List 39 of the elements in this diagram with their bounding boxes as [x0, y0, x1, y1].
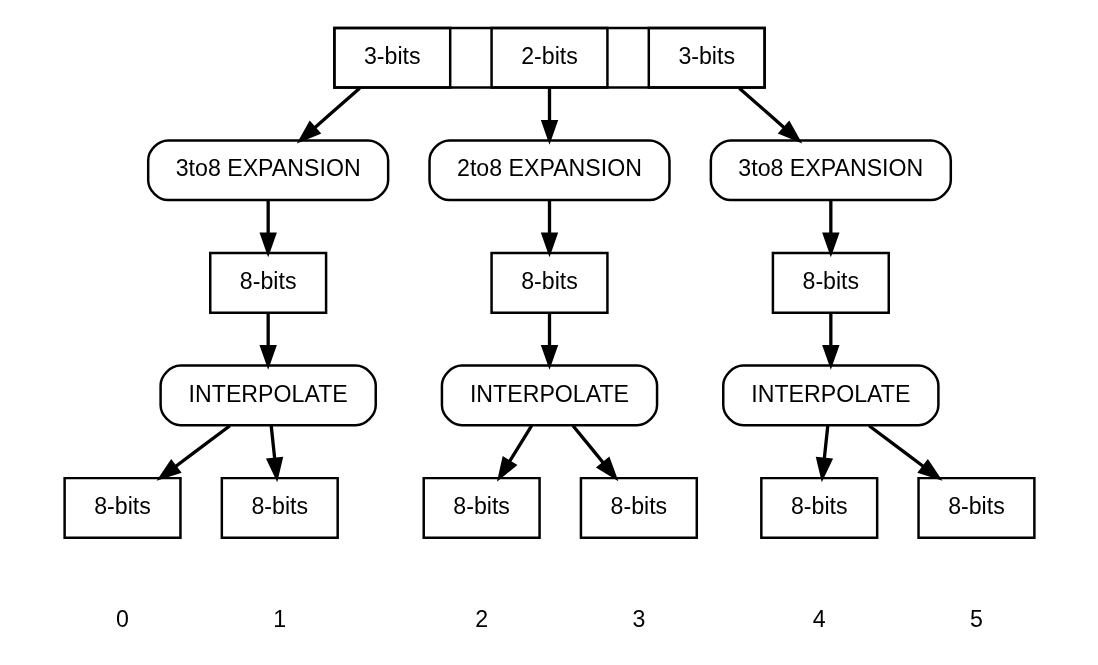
arrow [540, 200, 558, 258]
arrow [571, 424, 618, 482]
node-box: 8-bits [759, 476, 878, 539]
node-label: 5 [969, 605, 983, 632]
node-label: 2 [474, 605, 488, 632]
node-label: 4 [812, 605, 826, 632]
arrow [821, 313, 840, 370]
node-box: 8-bits [916, 476, 1036, 539]
node-box: 2-bits [489, 26, 609, 89]
node-box: 3-bits [332, 26, 451, 89]
node-label: 3 [631, 605, 645, 632]
node-box: 8-bits [579, 476, 698, 539]
arrow [821, 200, 840, 258]
node-box: INTERPOLATE [440, 364, 658, 427]
arrow [737, 86, 802, 144]
arrow [496, 424, 533, 482]
node-label: 1 [272, 605, 286, 632]
node-box: 8-bits [208, 251, 327, 314]
arrow [296, 86, 361, 144]
node-box: INTERPOLATE [721, 364, 940, 427]
node-box: 8-bits [220, 476, 339, 539]
node-box: 8-bits [489, 251, 609, 314]
arrow [258, 313, 277, 370]
node-label: 0 [115, 605, 129, 632]
node-box: 2to8 EXPANSION [427, 139, 671, 202]
arrow [265, 425, 283, 483]
arrow [156, 424, 231, 481]
arrow [867, 424, 942, 481]
node-box: INTERPOLATE [158, 364, 377, 427]
node-box: 3to8 EXPANSION [709, 139, 952, 202]
arrow [815, 425, 833, 483]
node-box: 3to8 EXPANSION [146, 139, 389, 202]
node-box: 3-bits [647, 26, 766, 89]
arrow [540, 313, 558, 370]
node-box: 8-bits [771, 251, 890, 314]
node-box: 8-bits [422, 476, 541, 539]
arrow [540, 88, 558, 145]
node-box: 8-bits [62, 476, 182, 539]
arrow [258, 200, 277, 258]
